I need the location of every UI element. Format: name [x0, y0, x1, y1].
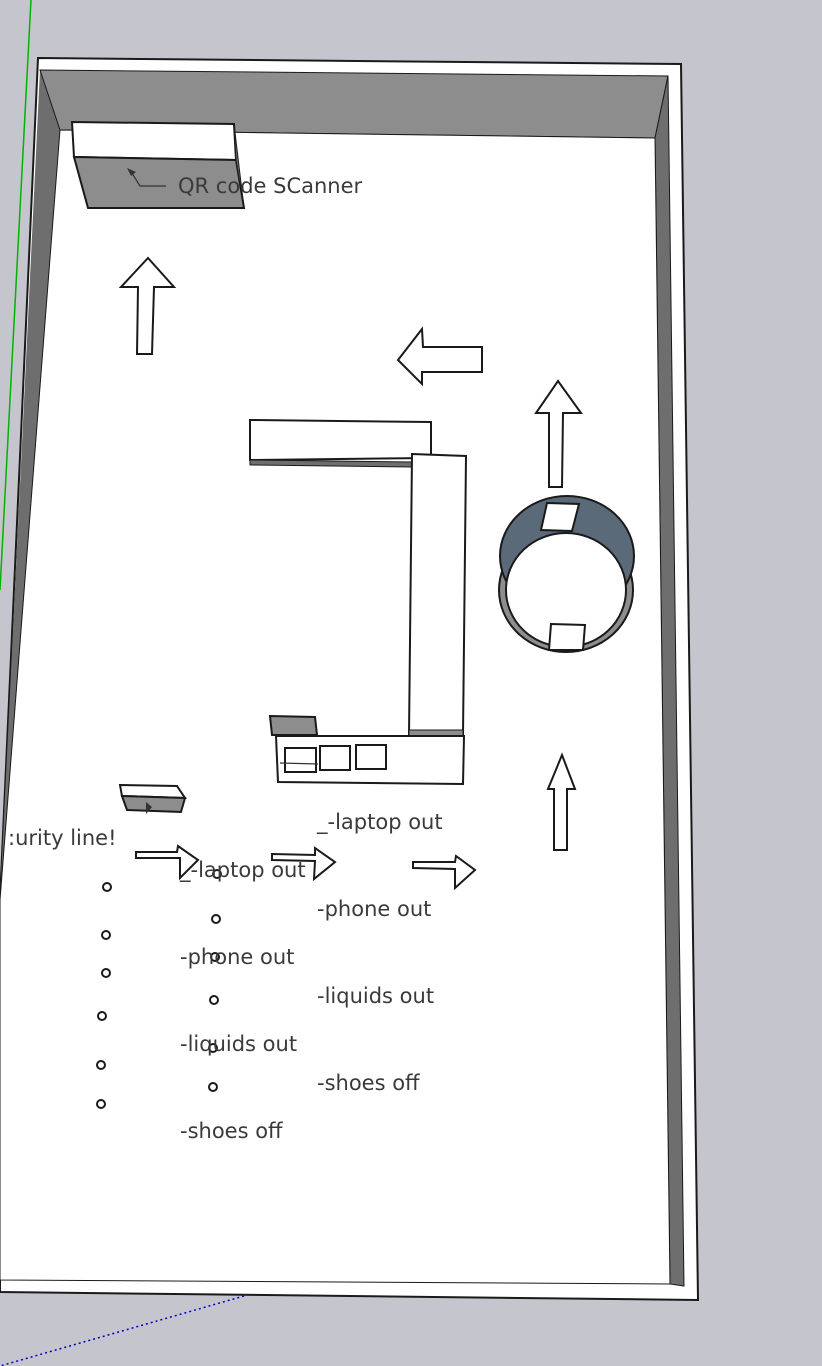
checklist-right-item: _-laptop out	[317, 810, 443, 834]
stanchion	[97, 1011, 107, 1021]
body-scanner[interactable]	[498, 495, 635, 653]
green-axis	[0, 0, 32, 591]
bin-2[interactable]	[319, 745, 351, 771]
stanchion	[211, 914, 221, 924]
counter-vertical[interactable]	[407, 452, 468, 741]
arrow-right-3-icon	[412, 854, 477, 891]
arrow-up-right-icon	[534, 379, 583, 488]
qr-scanner-leader	[129, 169, 166, 187]
checklist-left-item: -shoes off	[180, 1119, 283, 1143]
arrow-right-2-icon	[271, 846, 337, 882]
checklist-left-item: -liquids out	[180, 1032, 298, 1056]
arrow-left-icon	[396, 326, 483, 387]
qr-scanner-box[interactable]	[70, 120, 246, 209]
qr-scanner-label: QR code SCanner	[178, 174, 363, 198]
stanchion	[210, 952, 220, 962]
checklist-right-item: -shoes off	[317, 1071, 420, 1095]
checklist-left-item: -phone out	[180, 945, 295, 969]
belt-leader	[279, 762, 319, 765]
checklist-right-item: -liquids out	[317, 984, 435, 1008]
arrow-up-bottom-right-icon	[546, 752, 577, 851]
checklist-left: _-laptop out -phone out -liquids out -sh…	[180, 798, 306, 1175]
stanchion	[96, 1099, 106, 1109]
checklist-right-item: -phone out	[317, 897, 432, 921]
blue-axis	[0, 1295, 245, 1366]
qr-scanner-leader-arrowhead-icon	[127, 168, 136, 176]
arrow-up-left-icon	[118, 256, 177, 355]
bin-table[interactable]	[118, 783, 187, 814]
bin-1[interactable]	[284, 747, 317, 773]
bin-table-arrowhead-icon	[146, 802, 152, 814]
room-floor	[0, 129, 671, 1285]
queue-stanchions-right	[208, 869, 222, 1092]
stanchion	[102, 882, 112, 892]
queue-stanchions-left	[96, 882, 112, 1109]
stanchion	[101, 930, 111, 940]
stanchion	[96, 1060, 106, 1070]
stanchion	[208, 1082, 218, 1092]
stanchion	[212, 869, 222, 879]
checklist-right: _-laptop out -phone out -liquids out -sh…	[317, 750, 443, 1127]
bin-3[interactable]	[355, 744, 387, 770]
security-line-label: :urity line!	[8, 826, 117, 850]
stanchion	[209, 995, 219, 1005]
screening-belt[interactable]	[268, 714, 466, 786]
arrow-right-1-icon	[135, 844, 200, 881]
stanchion	[208, 1043, 218, 1053]
stanchion	[101, 968, 111, 978]
checklist-left-item: _-laptop out	[180, 858, 306, 882]
